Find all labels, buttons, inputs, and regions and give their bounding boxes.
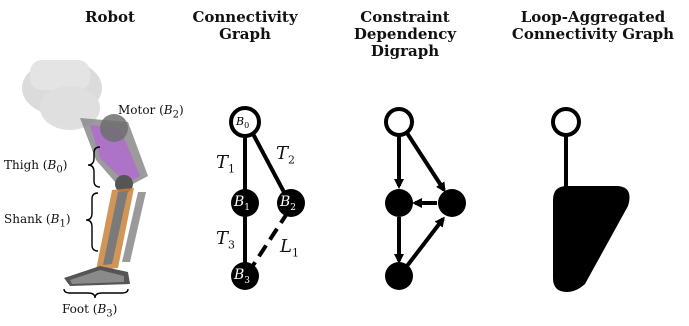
dep-node-mid-left: [385, 189, 413, 217]
node-B1: [231, 189, 259, 217]
edge-T1-label: T1: [216, 152, 236, 176]
robot-heading: Robot: [85, 8, 135, 26]
edge-T2: [250, 131, 287, 195]
edge-L1-label: L1: [280, 236, 299, 260]
shank-label: Shank (B1): [4, 212, 71, 230]
node-B3-label: B3: [234, 267, 251, 286]
node-B3: [231, 262, 259, 290]
edge-L1: [248, 210, 290, 272]
node-B0: [229, 106, 261, 138]
foot-bracket: [63, 288, 129, 299]
dep-edge-top-to-mid-right: [405, 131, 446, 193]
dep-node-bottom: [385, 262, 413, 290]
node-B0-label: B0: [236, 115, 250, 131]
thigh-bracket: [87, 146, 101, 188]
robot-shank: [96, 188, 146, 270]
constraint-digraph-heading: Constraint Dependency Digraph: [353, 8, 457, 60]
dep-edge-bottom-to-mid-right: [405, 216, 445, 268]
node-B1-label: B1: [234, 194, 251, 213]
node-B2: [277, 189, 305, 217]
loop-node-root: [551, 107, 581, 137]
robot-foot: [64, 266, 130, 286]
loop-node-aggregate: [553, 186, 630, 292]
edge-T3-label: T3: [216, 228, 236, 252]
dep-node-top: [384, 107, 414, 137]
motor-label: Motor (B2): [118, 103, 184, 121]
loop-graph-heading: Loop-Aggregated Connectivity Graph: [511, 8, 675, 43]
thigh-label: Thigh (B0): [4, 158, 68, 176]
foot-label: Foot (B3): [62, 302, 118, 320]
node-B2-label: B2: [280, 194, 297, 213]
shank-bracket: [85, 192, 99, 252]
connectivity-graph-heading: Connectivity Graph: [192, 8, 298, 43]
robot-thigh: [80, 114, 148, 193]
dep-node-mid-right: [438, 189, 466, 217]
edge-T2-label: T2: [276, 143, 296, 167]
